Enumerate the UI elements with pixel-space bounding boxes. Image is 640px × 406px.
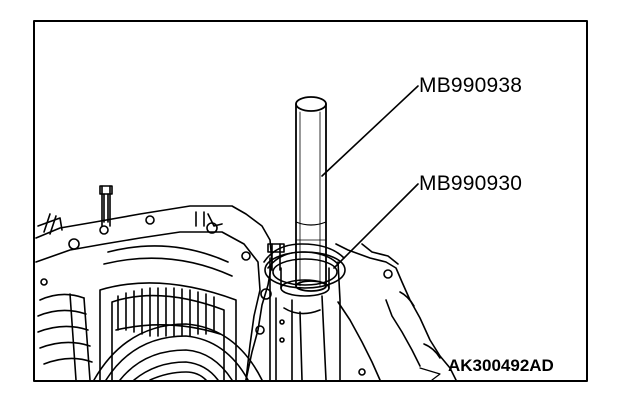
clutch-drum [37, 245, 263, 381]
tool-label-mb990930: MB990930 [419, 172, 523, 195]
transaxle-case [35, 185, 285, 381]
figure-frame [33, 20, 588, 382]
installer-handle [295, 96, 327, 292]
extension-housing [335, 243, 457, 381]
leader-line-tool-2 [333, 183, 419, 269]
leader-line-tool-1 [321, 85, 419, 177]
seal-bore [263, 243, 346, 381]
tool-label-mb990938: MB990938 [419, 74, 523, 97]
figure-code: AK300492AD [448, 356, 554, 375]
code-pointer [419, 367, 441, 381]
